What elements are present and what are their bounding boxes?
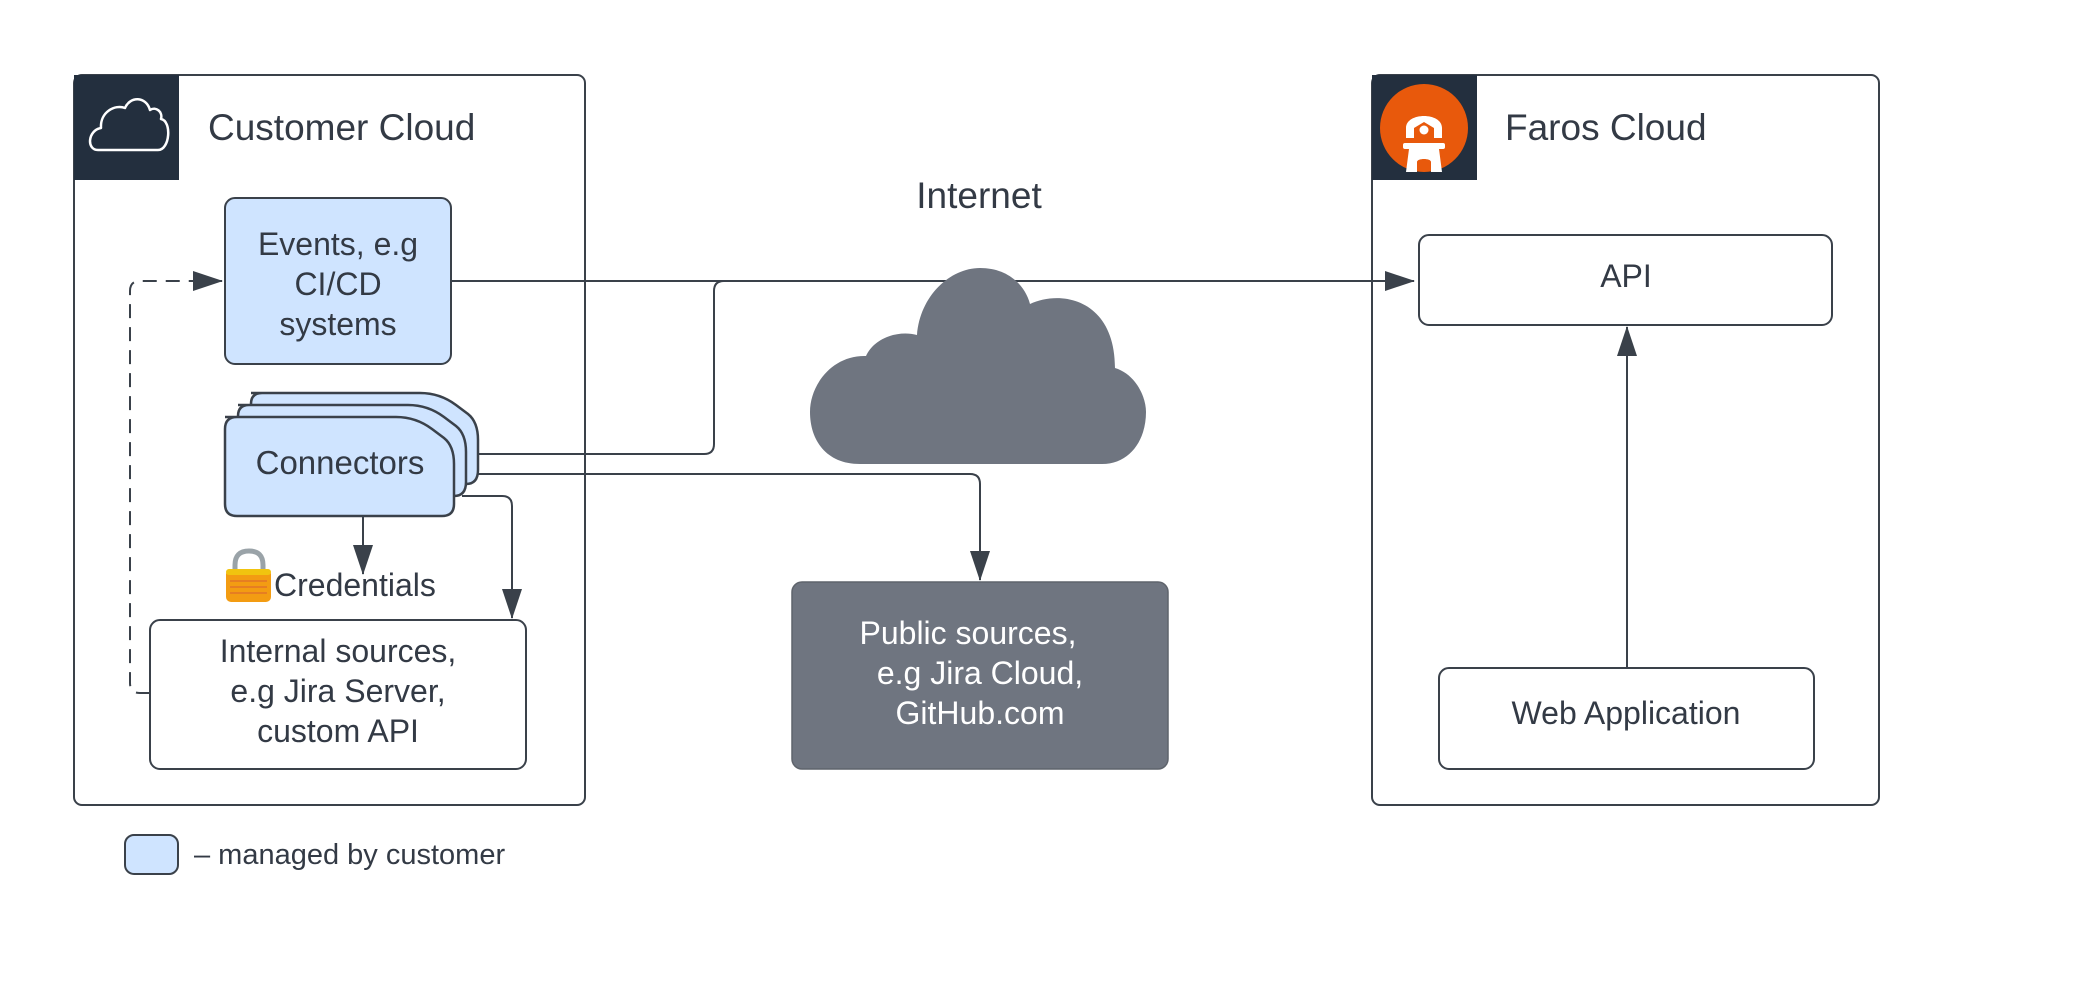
connectors-to-public-sources-arrow bbox=[478, 473, 990, 581]
connectors-label: Connectors bbox=[256, 444, 425, 481]
cloud-outline-icon bbox=[88, 98, 170, 152]
public-sources-box[interactable]: Public sources, e.g Jira Cloud, GitHub.c… bbox=[791, 581, 1169, 770]
web-application-box[interactable]: Web Application bbox=[1438, 667, 1815, 770]
faros-cloud-title: Faros Cloud bbox=[1505, 107, 1707, 148]
credentials-label: Credentials bbox=[274, 567, 436, 603]
api-label: API bbox=[1600, 258, 1652, 294]
web-application-label: Web Application bbox=[1512, 695, 1741, 731]
connectors-box[interactable]: Connectors bbox=[223, 391, 480, 518]
public-sources-line-1: Public sources, bbox=[860, 615, 1077, 651]
customer-cloud-title: Customer Cloud bbox=[208, 107, 475, 148]
internal-sources-line-3: custom API bbox=[257, 713, 419, 749]
customer-cloud-header-badge bbox=[74, 75, 179, 180]
public-sources-line-3: GitHub.com bbox=[896, 695, 1065, 731]
connectors-to-api-line bbox=[478, 280, 725, 455]
public-sources-line-2: e.g Jira Cloud, bbox=[877, 655, 1083, 691]
legend-label: – managed by customer bbox=[194, 839, 505, 871]
events-box-line-2: CI/CD bbox=[294, 266, 381, 302]
internal-sources-line-2: e.g Jira Server, bbox=[230, 673, 445, 709]
connectors-to-internal-sources-arrow bbox=[462, 495, 522, 619]
events-box[interactable]: Events, e.g CI/CD systems bbox=[224, 197, 452, 365]
events-box-line-3: systems bbox=[279, 306, 396, 342]
cloud-filled-icon bbox=[810, 268, 1146, 464]
faros-lighthouse-logo-icon bbox=[1380, 84, 1468, 172]
legend-swatch-customer-managed bbox=[124, 834, 179, 875]
internal-sources-box[interactable]: Internal sources, e.g Jira Server, custo… bbox=[149, 619, 527, 770]
padlock-icon bbox=[226, 548, 271, 602]
api-box[interactable]: API bbox=[1418, 234, 1833, 326]
internet-title: Internet bbox=[916, 175, 1042, 216]
credentials: Credentials bbox=[226, 548, 436, 603]
events-box-line-1: Events, e.g bbox=[258, 226, 418, 262]
internal-sources-line-1: Internal sources, bbox=[220, 633, 457, 669]
legend: – managed by customer bbox=[124, 834, 505, 875]
